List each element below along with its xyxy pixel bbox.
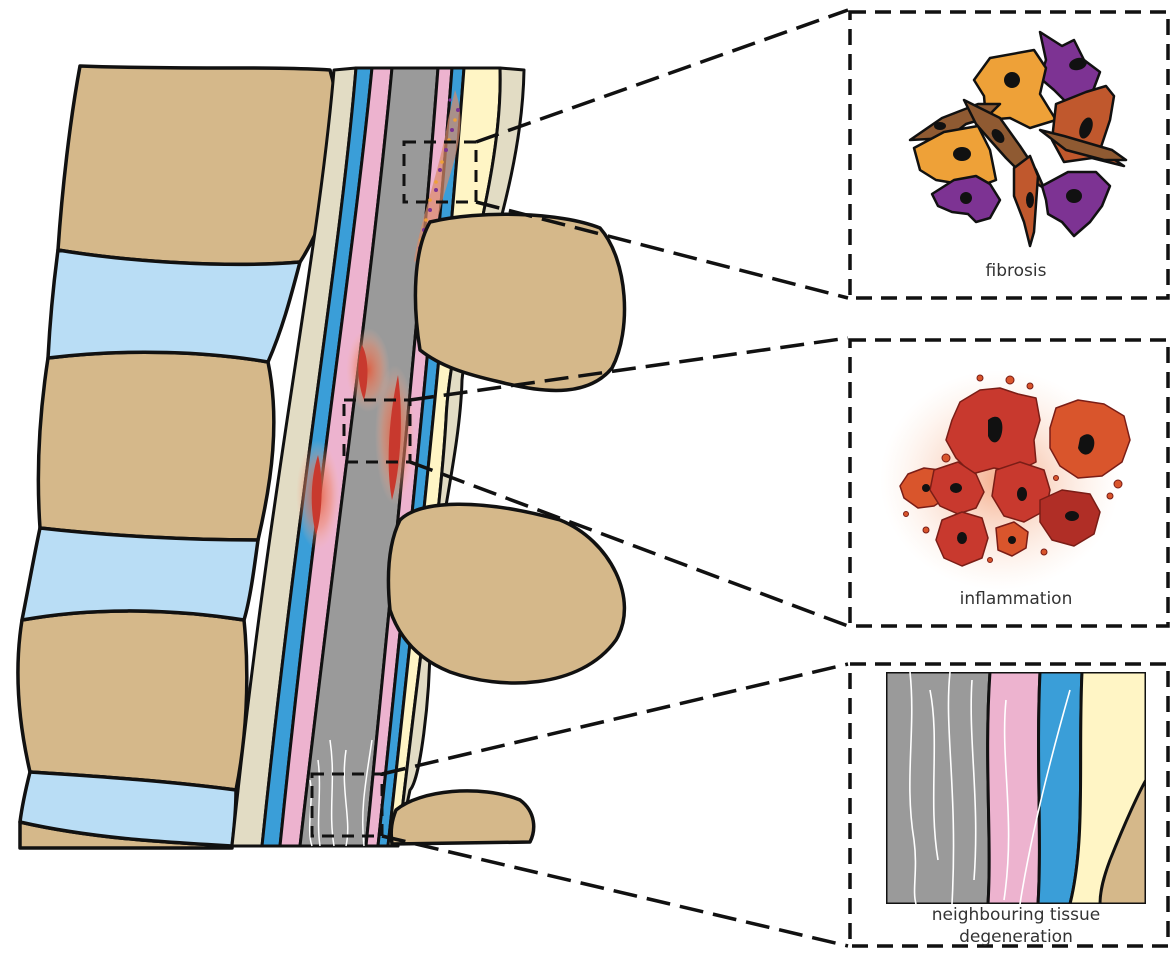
spinous-process-3 [391, 791, 533, 844]
spinous-process-2 [388, 504, 624, 683]
disc-1 [48, 250, 300, 362]
degeneration-zoom-image [886, 672, 1146, 904]
label-inflammation: inflammation [960, 589, 1073, 609]
label-degeneration-line2: degeneration [959, 927, 1073, 947]
vertebral-body-3 [18, 611, 247, 790]
disc-2 [22, 528, 258, 620]
vertebral-body-1 [58, 66, 338, 264]
label-degeneration-line1: neighbouring tissue [932, 905, 1101, 925]
label-fibrosis: fibrosis [986, 261, 1047, 281]
spinous-process-1 [415, 214, 624, 390]
vertebral-body-2 [38, 352, 273, 540]
